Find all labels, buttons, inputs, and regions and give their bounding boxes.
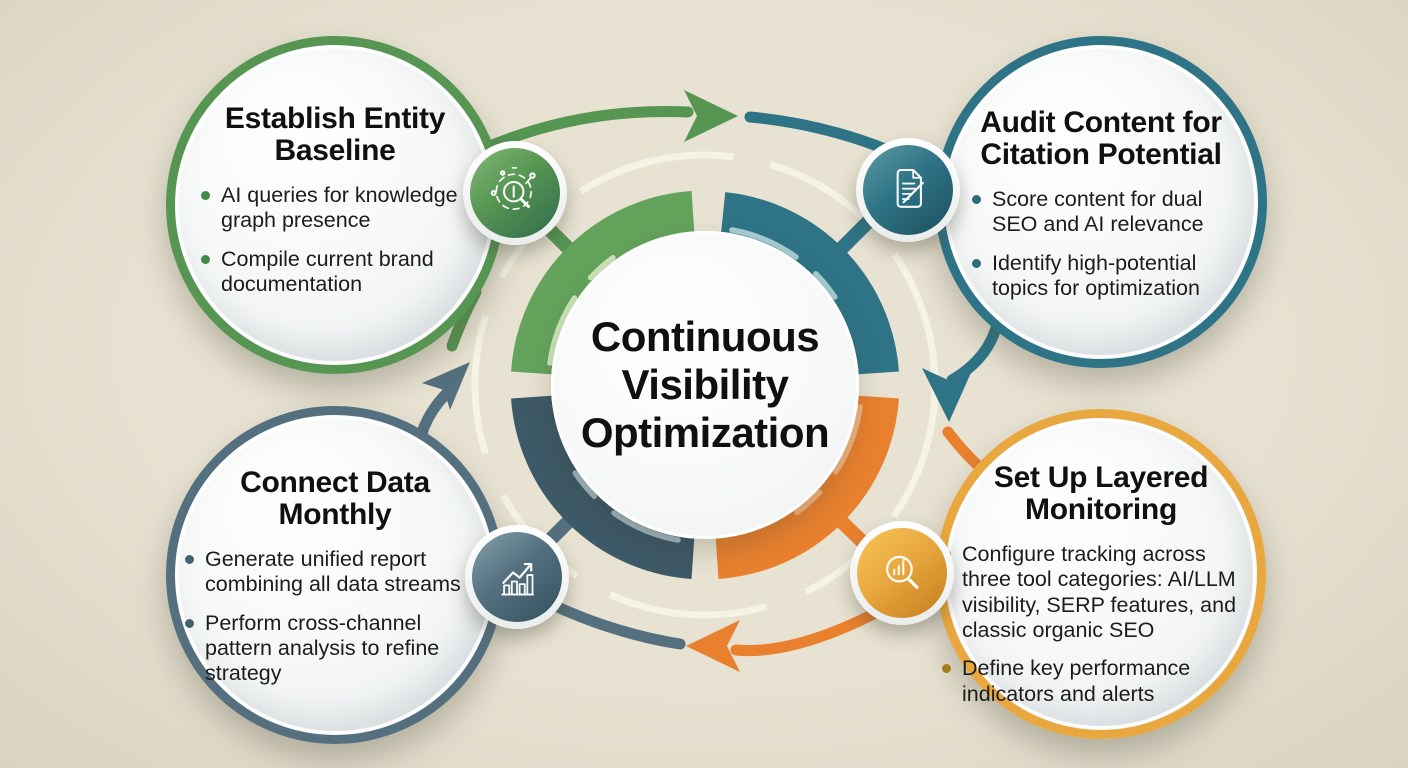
bullet-text: Perform cross-channel pattern analysis t…	[205, 610, 440, 686]
node-title: Connect Data Monthly	[240, 466, 430, 532]
bullet-dot	[201, 254, 210, 264]
bullet-item: Identify high-potential topics for optim…	[972, 251, 1230, 302]
ring-segment-teal	[720, 192, 899, 375]
network-search-icon	[470, 148, 560, 238]
bullet-dot	[942, 664, 951, 674]
node-bullet-list: Configure tracking across three tool cat…	[942, 542, 1260, 707]
ring-segment-green	[511, 191, 695, 375]
bullet-item: Generate unified report combining all da…	[185, 547, 485, 598]
bullet-item: Perform cross-channel pattern analysis t…	[185, 611, 485, 687]
node-bullet-list: AI queries for knowledge graph presence …	[201, 183, 469, 297]
badge-monitoring	[850, 521, 954, 625]
bullet-dot	[185, 618, 194, 628]
document-edit-icon	[863, 145, 953, 235]
badge-audit	[856, 138, 960, 242]
bullet-text: Score content for dual SEO and AI releva…	[992, 186, 1204, 237]
magnifier-bar-chart-icon	[857, 528, 947, 618]
bullet-text: Configure tracking across three tool cat…	[962, 541, 1237, 642]
bullet-item: AI queries for knowledge graph presence	[201, 183, 469, 234]
bullet-dot	[201, 190, 210, 200]
cycle-ring	[511, 191, 899, 579]
bullet-text: Compile current brand documentation	[221, 246, 434, 296]
bullet-text: Identify high-potential topics for optim…	[992, 250, 1200, 300]
bullet-text: Define key performance indicators and al…	[962, 656, 1191, 706]
ring-segment-slate	[511, 395, 695, 579]
node-establish-entity-baseline: Establish Entity Baseline AI queries for…	[166, 36, 504, 374]
bullet-dot	[972, 258, 981, 268]
bullet-text: Generate unified report combining all da…	[205, 546, 461, 597]
bullet-item: Configure tracking across three tool cat…	[942, 542, 1260, 643]
node-title: Establish Entity Baseline	[224, 102, 446, 168]
trend-bar-chart-icon	[472, 532, 562, 622]
node-title: Set Up Layered Monitoring	[993, 461, 1209, 527]
center-hub: Continuous Visibility Optimization	[551, 231, 859, 539]
ring-segment-orange	[715, 395, 899, 579]
node-title: Audit Content for Citation Potential	[980, 106, 1222, 172]
bullet-item: Compile current brand documentation	[201, 247, 469, 298]
bullet-text: AI queries for knowledge graph presence	[221, 182, 458, 233]
center-title: Continuous Visibility Optimization	[580, 313, 830, 456]
node-connect-data-monthly: Connect Data Monthly Generate unified re…	[166, 406, 504, 744]
bullet-item: Define key performance indicators and al…	[942, 656, 1260, 707]
node-bullet-list: Score content for dual SEO and AI releva…	[972, 187, 1230, 301]
badge-establish	[463, 141, 567, 245]
node-bullet-list: Generate unified report combining all da…	[185, 547, 485, 687]
badge-connect	[465, 525, 569, 629]
bullet-dot	[972, 194, 981, 204]
node-layered-monitoring: Set Up Layered Monitoring Configure trac…	[936, 409, 1266, 739]
bullet-dot	[185, 554, 194, 564]
node-audit-content-citation: Audit Content for Citation Potential Sco…	[935, 36, 1267, 368]
bullet-item: Score content for dual SEO and AI releva…	[972, 187, 1230, 238]
